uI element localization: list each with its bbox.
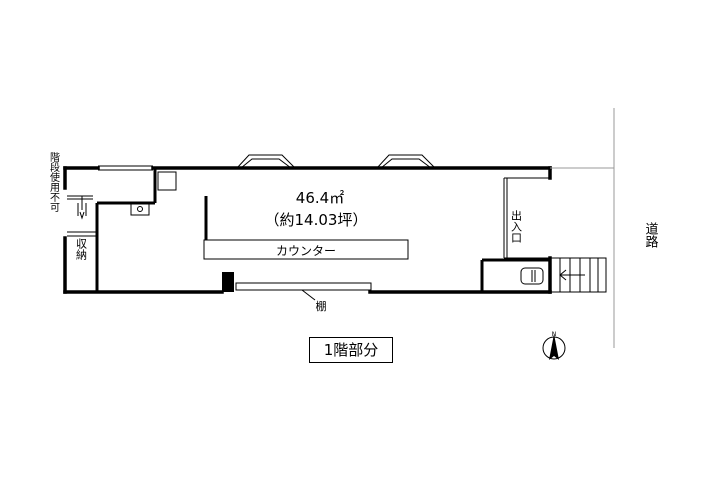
sink-icon [130,202,150,216]
stairs-arrow-icon [79,211,85,220]
stairs-right-arrow-icon [559,269,567,281]
storage-door [157,171,177,191]
fence-leader [301,289,316,301]
fence-label: 棚 [316,299,327,313]
entrance-door [503,177,550,259]
area-label: 46.4㎡ [296,189,344,207]
counter [203,239,409,260]
inner-walls [95,168,550,292]
entrance-label: 出入口 [510,209,523,243]
road-boundary [550,108,615,348]
pillar [222,272,234,292]
outer-walls [63,166,552,294]
storage-label: 収納 [75,238,88,261]
road-label: 道路 [643,222,659,248]
stairs-right [550,257,607,293]
fence-shelf [235,282,372,291]
toilet-icon [520,267,544,285]
stairs-note-label: 階段使用不可 [48,152,60,212]
bay-windows [236,154,436,169]
counter-label: カウンター [276,244,336,258]
north-label: N [552,331,557,338]
floor-legend: 1階部分 [309,337,393,363]
tsubo-label: （約14.03坪） [265,211,368,229]
stairs-left [67,195,97,237]
north-arrow-icon: N [542,331,566,360]
top-left-window [98,165,153,171]
